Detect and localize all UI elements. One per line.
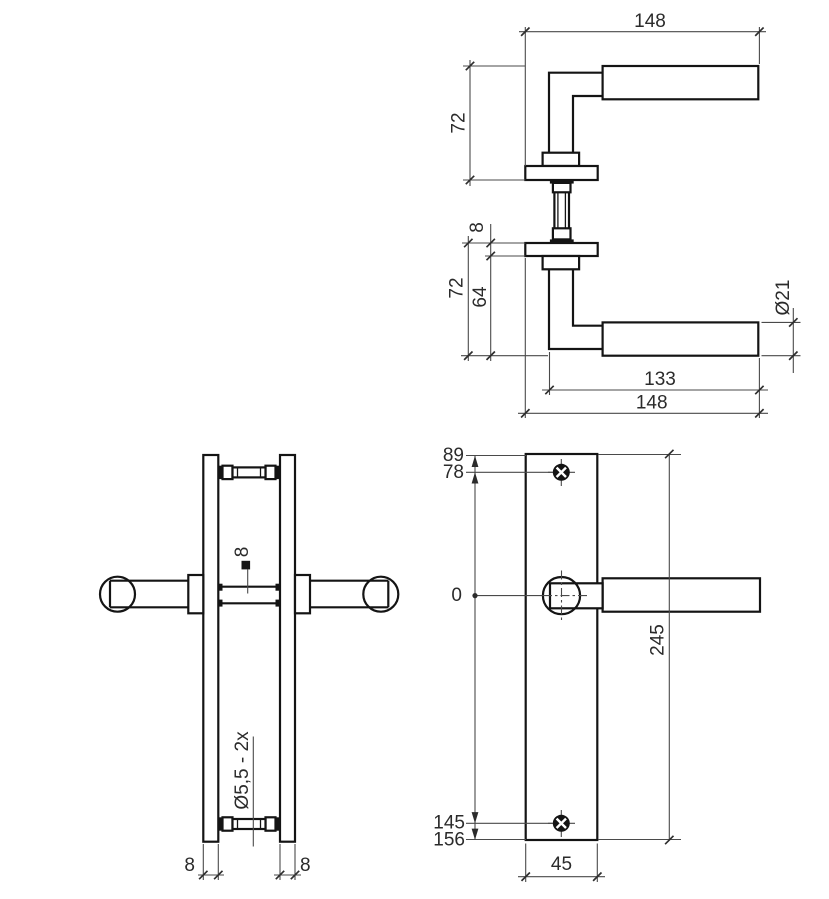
side-view-ticks [463, 26, 799, 419]
front-view-ticks [520, 449, 675, 882]
top-connecting-screw [231, 466, 267, 479]
edge-view-labels: 8 Ø5,5 - 2x 8 8 [184, 547, 310, 876]
dim-label-screw-top: 78 [443, 462, 464, 483]
right-grip-end [362, 575, 400, 613]
bottom-screw-cross-icon [555, 817, 567, 829]
dim-label-grip-diameter: Ø21 [773, 280, 794, 316]
upper-rosette [524, 164, 599, 182]
right-plate-edge [278, 453, 297, 843]
left-lever-collar [187, 573, 205, 615]
dim-label-plate-width: 45 [551, 854, 572, 875]
upper-collar [541, 151, 581, 168]
arrow-down-145 [471, 812, 479, 824]
dim-label-height-upper: 72 [449, 112, 470, 133]
arrow-up-78 [471, 472, 479, 484]
upper-grip [601, 64, 760, 101]
left-plate-edge [202, 453, 220, 843]
backplate [524, 452, 599, 842]
square-spindle-symbol [241, 560, 251, 570]
dim-label-plate-top: 89 [443, 445, 464, 466]
front-view: 89 78 0 245 145 156 45 [433, 445, 762, 882]
dim-label-plate-height: 245 [648, 624, 669, 656]
dim-label-datum: 0 [451, 585, 462, 606]
dim-label-height-lower-inner: 64 [470, 286, 491, 308]
side-view-labels: 148 72 8 72 64 Ø21 133 148 [447, 11, 795, 413]
dim-label-rosette-thickness: 8 [467, 222, 488, 233]
dim-label-width-top: 148 [634, 11, 666, 32]
lower-collar [541, 254, 581, 271]
side-view: 148 72 8 72 64 Ø21 133 148 [447, 11, 801, 419]
side-view-objects [524, 64, 760, 357]
spindle-flange-bottom [549, 239, 574, 243]
dim-label-spindle-square: 8 [232, 547, 253, 558]
arrow-down-156 [471, 828, 479, 840]
bottom-connecting-screw [231, 817, 267, 831]
dim-label-plate-thickness-left: 8 [184, 855, 195, 876]
right-lever-collar [293, 573, 312, 615]
edge-view: 8 Ø5,5 - 2x 8 8 [98, 453, 400, 880]
side-view-dim-lines [461, 27, 801, 418]
front-view-objects [524, 452, 762, 842]
datum-origin-dot [472, 593, 478, 599]
dim-label-plate-thickness-right: 8 [300, 855, 311, 876]
edge-view-ticks [198, 870, 300, 880]
dim-label-width-bottom: 148 [636, 393, 668, 414]
lower-grip [601, 321, 760, 357]
arrow-up-89 [471, 455, 479, 467]
dim-label-plate-bottom: 156 [433, 829, 465, 850]
lower-neck [547, 269, 603, 351]
left-grip-end [98, 575, 137, 613]
front-view-labels: 89 78 0 245 145 156 45 [433, 445, 668, 875]
dim-label-screw-bottom: 145 [433, 812, 465, 833]
dim-label-grip-length: 133 [644, 369, 676, 390]
dim-label-screw-holes: Ø5,5 - 2x [232, 731, 253, 810]
front-neck [548, 582, 604, 610]
spindle-head-top [551, 181, 572, 194]
dim-label-height-lower: 72 [447, 277, 468, 298]
spindle-head-bottom [551, 227, 572, 241]
upper-neck [547, 71, 603, 153]
front-grip [601, 577, 762, 613]
top-screw-cross-icon [555, 466, 567, 478]
edge-view-objects [98, 453, 400, 843]
lower-rosette [524, 241, 599, 258]
